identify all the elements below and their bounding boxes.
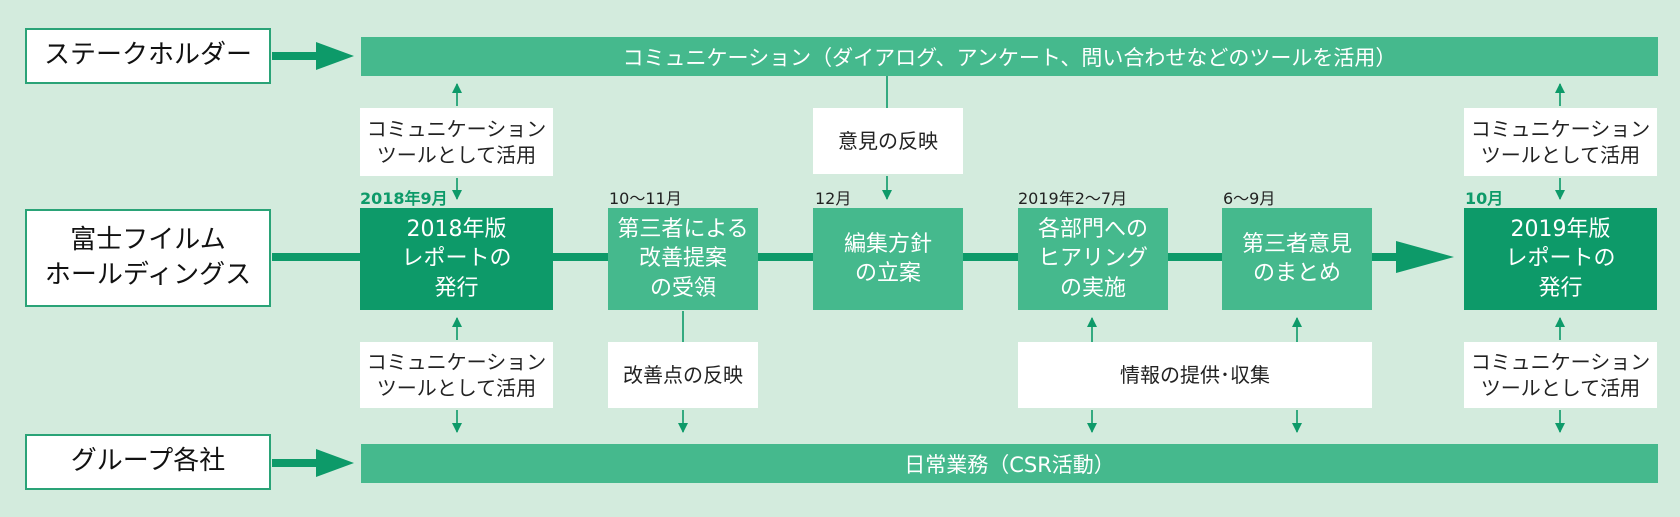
lane-stakeholder: ステークホルダー: [25, 28, 271, 84]
note-comm-tool-2019-top: コミュニケーション ツールとして活用: [1464, 108, 1657, 176]
date-12: 12月: [815, 189, 852, 208]
note-comm-tool-2018-top: コミュニケーション ツールとして活用: [360, 108, 553, 176]
step-issue-2019-report: 2019年版 レポートの 発行: [1464, 208, 1657, 310]
daily-work-band: 日常業務（CSR活動）: [361, 444, 1658, 483]
group-lane-arrowhead: [316, 449, 354, 477]
date-2019-02-07: 2019年2〜7月: [1018, 189, 1128, 208]
note-improvement-reflect: 改善点の反映: [608, 342, 758, 408]
note-comm-tool-2018-bottom: コミュニケーション ツールとして活用: [360, 342, 553, 408]
stakeholder-lane-arrowhead: [316, 42, 354, 70]
timeline-arrowhead: [1396, 241, 1454, 273]
date-06-09: 6〜9月: [1223, 189, 1276, 208]
lane-group: グループ各社: [25, 434, 271, 490]
note-info-exchange: 情報の提供･収集: [1018, 342, 1372, 408]
step-department-hearing: 各部門への ヒアリング の実施: [1018, 208, 1168, 310]
date-10: 10月: [1465, 189, 1504, 208]
date-2018-09: 2018年9月: [360, 189, 448, 208]
step-editorial-policy: 編集方針 の立案: [813, 208, 963, 310]
step-issue-2018-report: 2018年版 レポートの 発行: [360, 208, 553, 310]
lane-fujifilm: 富士フイルム ホールディングス: [25, 209, 271, 307]
communication-band: コミュニケーション（ダイアログ、アンケート、問い合わせなどのツールを活用）: [361, 37, 1658, 76]
note-comm-tool-2019-bottom: コミュニケーション ツールとして活用: [1464, 342, 1657, 408]
step-third-party-opinion: 第三者意見 のまとめ: [1222, 208, 1372, 310]
step-third-party-proposal: 第三者による 改善提案 の受領: [608, 208, 758, 310]
date-10-11: 10〜11月: [609, 189, 682, 208]
note-opinion-reflect: 意見の反映: [813, 108, 963, 174]
